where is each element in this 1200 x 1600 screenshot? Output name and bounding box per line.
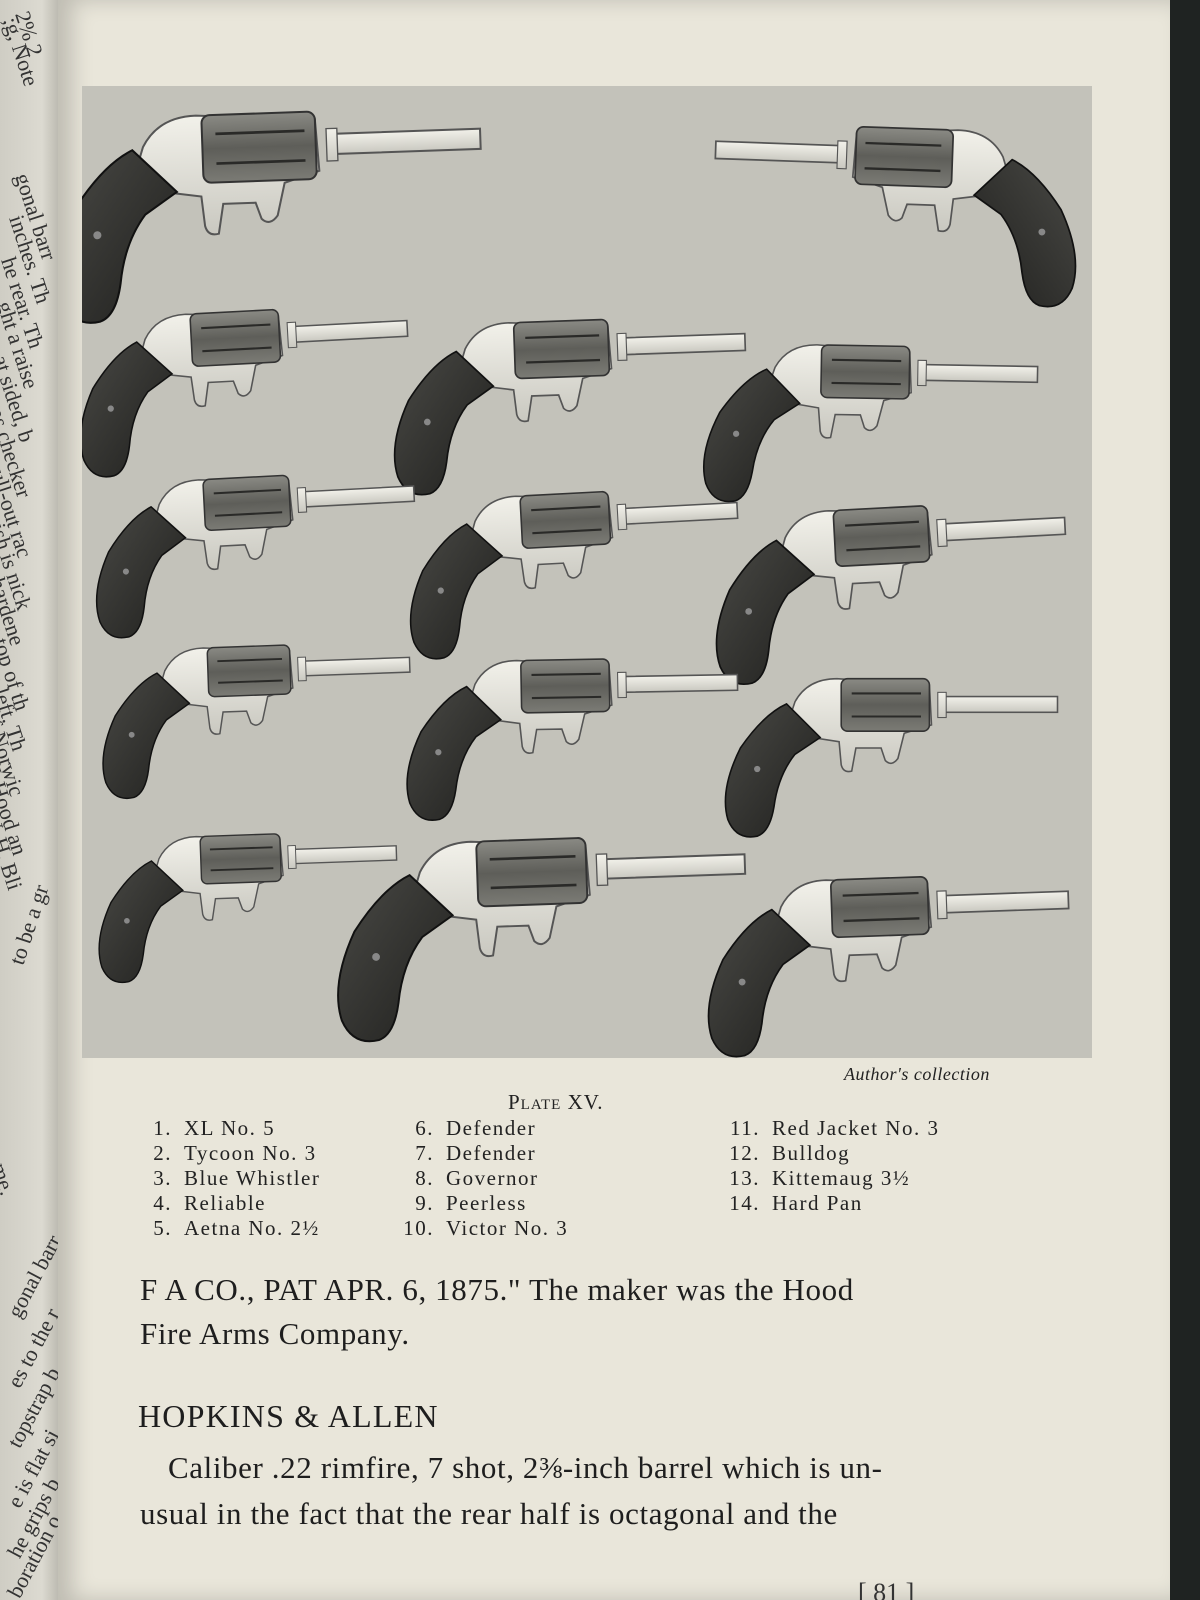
revolver-plate-photo xyxy=(82,86,1092,1058)
legend-number: 8. xyxy=(415,1166,434,1190)
legend-name: Reliable xyxy=(184,1191,266,1215)
body-paragraph-line: usual in the fact that the rear half is … xyxy=(140,1496,838,1531)
section-heading: HOPKINS & ALLEN xyxy=(138,1398,439,1434)
legend-number: 2. xyxy=(153,1141,172,1165)
legend-number: 14. xyxy=(729,1191,760,1215)
legend-item: 12. Bulldog xyxy=(726,1141,939,1166)
left-fragment: to be a gr xyxy=(4,881,54,968)
revolver-image-8 xyxy=(708,497,1074,687)
legend-item: 11. Red Jacket No. 3 xyxy=(726,1116,939,1141)
legend-name: Aetna No. 2½ xyxy=(184,1216,320,1240)
revolver-image-14 xyxy=(702,870,1075,1058)
revolver-image-7 xyxy=(403,483,746,662)
body-paragraph-line: Caliber .22 rimfire, 7 shot, 2⅜-inch bar… xyxy=(168,1450,883,1485)
plate-legend-column-3: 11. Red Jacket No. 3 12. Bulldog 13. Kittem… xyxy=(726,1116,939,1216)
plate-credit: Author's collection xyxy=(844,1064,990,1084)
revolver-image-1 xyxy=(82,104,488,326)
legend-number: 13. xyxy=(729,1166,760,1190)
legend-name: Peerless xyxy=(446,1191,527,1215)
legend-name: Kittemaug 3½ xyxy=(772,1166,911,1190)
legend-item: 4. Reliable xyxy=(138,1191,320,1216)
legend-item: 8. Governor xyxy=(400,1166,568,1191)
revolver-image-10 xyxy=(403,655,741,822)
legend-name: Victor No. 3 xyxy=(446,1216,569,1240)
legend-name: Defender xyxy=(446,1141,537,1165)
page-number: [ 81 ] xyxy=(858,1578,915,1600)
revolver-image-2 xyxy=(709,120,1082,309)
revolver-image-13 xyxy=(331,830,752,1044)
legend-name: Blue Whistler xyxy=(184,1166,321,1190)
legend-name: Red Jacket No. 3 xyxy=(772,1116,940,1140)
legend-number: 1. xyxy=(153,1116,172,1140)
legend-number: 5. xyxy=(153,1216,172,1240)
book-cover-edge xyxy=(1170,0,1200,1600)
revolver-image-11 xyxy=(724,677,1059,838)
legend-name: Tycoon No. 3 xyxy=(184,1141,317,1165)
left-page-edge: 2% 2 ;g, Note gonal barr inches. Th he r… xyxy=(0,0,60,1600)
legend-number: 9. xyxy=(415,1191,434,1215)
legend-name: XL No. 5 xyxy=(184,1116,276,1140)
plate-title: Plate XV. xyxy=(508,1090,604,1114)
revolver-image-4 xyxy=(388,313,752,497)
legend-item: 6. Defender xyxy=(400,1116,568,1141)
legend-item: 14. Hard Pan xyxy=(726,1191,939,1216)
body-paragraph-line: F A CO., PAT APR. 6, 1875." The maker wa… xyxy=(140,1272,854,1307)
legend-number: 3. xyxy=(153,1166,172,1190)
revolver-image-3 xyxy=(82,301,416,480)
revolvers-illustration xyxy=(82,104,1082,1058)
legend-number: 10. xyxy=(403,1216,434,1240)
left-fragment: name. xyxy=(0,1140,21,1199)
plate-legend-column-1: 1. XL No. 5 2. Tycoon No. 3 3. Blue Whistle… xyxy=(138,1116,320,1241)
body-paragraph-line: Fire Arms Company. xyxy=(140,1316,410,1351)
right-page: Author's collection Plate XV. 1. XL No. 5… xyxy=(58,0,1170,1600)
legend-item: 1. XL No. 5 xyxy=(138,1116,320,1141)
legend-number: 11. xyxy=(730,1116,760,1140)
legend-item: 10. Victor No. 3 xyxy=(400,1216,568,1241)
legend-item: 2. Tycoon No. 3 xyxy=(138,1141,320,1166)
revolver-image-6 xyxy=(89,467,422,641)
legend-name: Hard Pan xyxy=(772,1191,863,1215)
plate-legend-column-2: 6. Defender 7. Defender 8. Governor 9. Peerl… xyxy=(400,1116,568,1241)
revolver-image-5 xyxy=(702,341,1040,508)
legend-item: 5. Aetna No. 2½ xyxy=(138,1216,320,1241)
legend-item: 7. Defender xyxy=(400,1141,568,1166)
legend-number: 7. xyxy=(415,1141,434,1165)
revolver-image-9 xyxy=(98,639,415,801)
legend-item: 9. Peerless xyxy=(400,1191,568,1216)
legend-item: 13. Kittemaug 3½ xyxy=(726,1166,939,1191)
legend-name: Governor xyxy=(446,1166,539,1190)
legend-number: 4. xyxy=(153,1191,172,1215)
legend-name: Bulldog xyxy=(772,1141,851,1165)
legend-name: Defender xyxy=(446,1116,537,1140)
legend-item: 3. Blue Whistler xyxy=(138,1166,320,1191)
legend-number: 6. xyxy=(415,1116,434,1140)
legend-number: 12. xyxy=(729,1141,760,1165)
